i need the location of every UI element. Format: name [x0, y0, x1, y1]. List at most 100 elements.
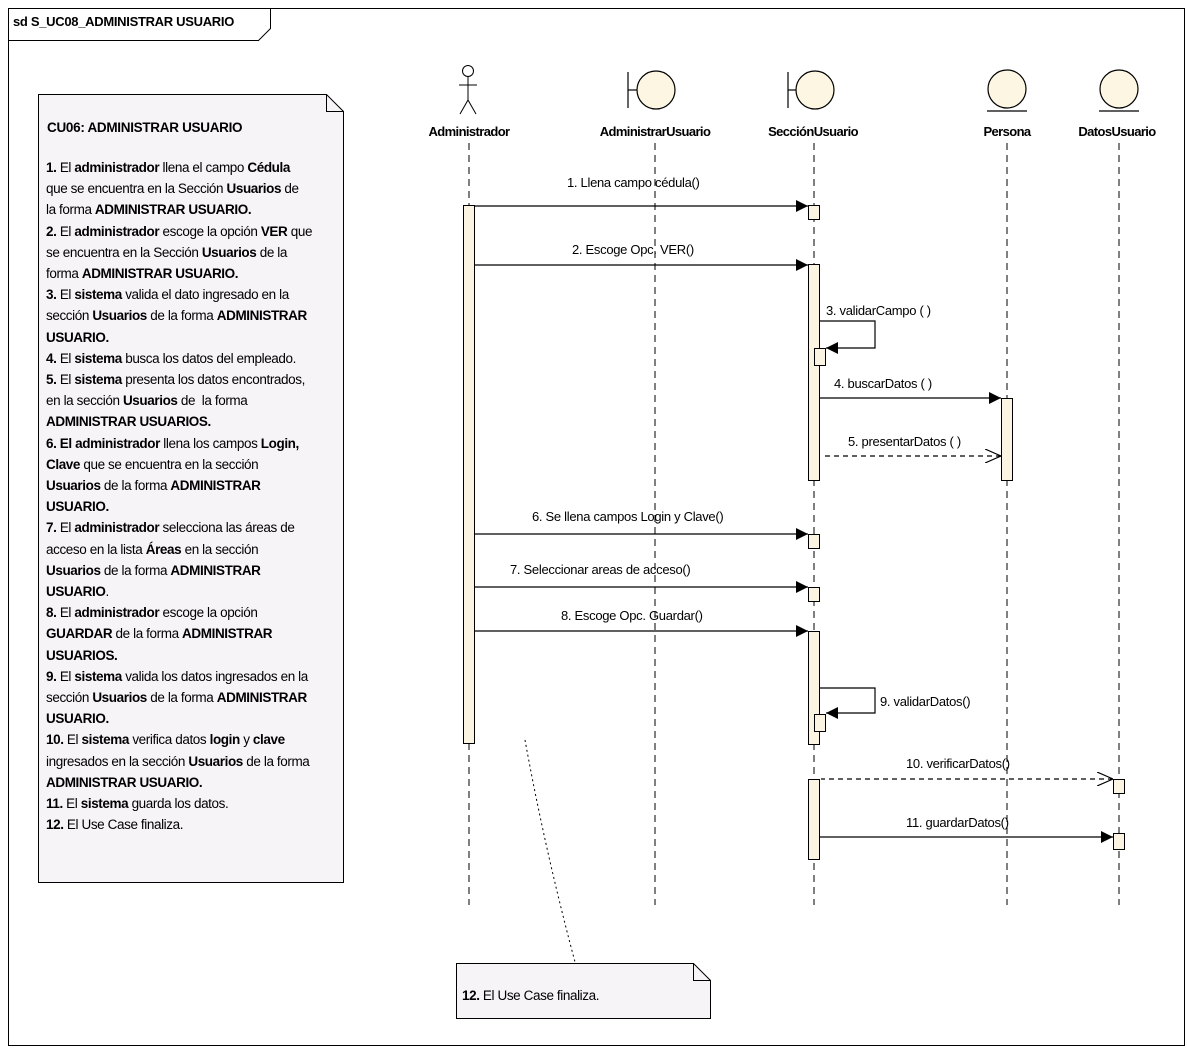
- note-line: 6. El administrador llena los campos Log…: [46, 433, 346, 454]
- note-line: Usuarios de la forma ADMINISTRAR: [46, 475, 346, 496]
- note-line: sección Usuarios de la forma ADMINISTRAR: [46, 687, 346, 708]
- note-line: 3. El sistema valida el dato ingresado e…: [46, 284, 346, 305]
- note-bold-run: Usuarios: [46, 562, 101, 578]
- note-bold-run: Usuarios: [201, 244, 257, 260]
- end-note-fold: [693, 963, 711, 981]
- note-text-run: El: [56, 160, 75, 175]
- note-line: que se encuentra en la Sección Usuarios …: [46, 178, 346, 199]
- note-bold-run: 1.: [46, 160, 57, 175]
- end-note-shape: [456, 963, 711, 1019]
- note-bold-run: Login,: [260, 435, 299, 451]
- note-bold-run: GUARDAR: [46, 626, 113, 642]
- note-bold-run: clave: [252, 732, 285, 748]
- note-text-run: de la forma: [100, 562, 171, 578]
- note-line: 8. El administrador escoge la opción: [46, 602, 346, 623]
- end-note-number: 12.: [462, 988, 480, 1003]
- note-bold-run: login: [209, 732, 241, 748]
- note-text-run: valida el dato ingresado en la: [121, 287, 289, 303]
- note-bold-run: ADMINISTRAR USUARIOS.: [46, 414, 211, 430]
- activation-bar: [1113, 779, 1125, 794]
- note-bold-run: 7.: [46, 520, 57, 536]
- message-label: 1. Llena campo cédula(): [567, 175, 700, 190]
- note-text-run: El: [56, 668, 75, 684]
- message-label: 5. presentarDatos ( ): [848, 434, 961, 449]
- note-line: 10. El sistema verifica datos login y cl…: [46, 729, 346, 750]
- note-text-run: de la forma: [146, 308, 217, 324]
- note-line: USUARIO.: [46, 496, 346, 517]
- note-bold-run: sistema: [74, 372, 122, 388]
- note-bold-run: 6. El administrador: [46, 435, 160, 451]
- note-bold-run: 12.: [46, 817, 64, 833]
- note-line: acceso en la lista Áreas en la sección: [46, 539, 346, 560]
- note-line: 1. El administrador llena el campo Cédul…: [46, 157, 346, 178]
- lifeline-name-administrarusuario: AdministrarUsuario: [599, 124, 711, 139]
- diagram-frame: [8, 8, 1185, 1046]
- note-bold-run: USUARIO.: [46, 711, 109, 727]
- note-line: se encuentra en la Sección Usuarios de l…: [46, 242, 346, 263]
- note-text-run: ingresados en la sección: [46, 753, 189, 769]
- note-text-run: de la forma: [146, 690, 217, 706]
- note-bold-run: ADMINISTRAR USUARIO.: [81, 266, 239, 282]
- activation-bar: [1113, 833, 1125, 850]
- note-bold-run: administrador: [74, 160, 160, 175]
- note-text-run: y: [239, 732, 253, 748]
- note-text-run: acceso en la lista: [46, 541, 146, 557]
- note-bold-run: sistema: [81, 732, 129, 748]
- note-bold-run: ADMINISTRAR: [170, 562, 261, 578]
- note-bold-run: 5.: [46, 372, 57, 388]
- note-line: 5. El sistema presenta los datos encontr…: [46, 369, 346, 390]
- note-text-run: de la forma: [177, 393, 248, 409]
- note-line: ingresados en la sección Usuarios de la …: [46, 751, 346, 772]
- activation-bar: [808, 779, 820, 860]
- note-text-run: llena los campos: [159, 435, 261, 451]
- actor-icon: [459, 65, 477, 115]
- note-bold-run: 11.: [46, 796, 63, 812]
- note-text-run: El Use Case finaliza.: [63, 817, 184, 833]
- frame-label: sd S_UC08_ADMINISTRAR USUARIO: [13, 14, 235, 29]
- note-bold-run: 2.: [46, 223, 57, 239]
- note-bold-run: USUARIO.: [46, 329, 109, 345]
- note-line: USUARIOS.: [46, 645, 346, 666]
- note-text-run: busca los datos del empleado.: [121, 350, 296, 366]
- note-text-run: El: [63, 732, 82, 748]
- note-text-run: escoge la opción: [159, 223, 261, 239]
- note-bold-run: administrador: [74, 520, 160, 536]
- note-line: GUARDAR de la forma ADMINISTRAR: [46, 623, 346, 644]
- note-bold-run: sistema: [74, 287, 122, 303]
- note-text-run: de la: [256, 244, 288, 260]
- lifeline-name-datosusuario: DatosUsuario: [1078, 124, 1156, 139]
- note-text-run: sección: [46, 308, 93, 324]
- note-line: 7. El administrador selecciona las áreas…: [46, 517, 346, 538]
- note-bold-run: Usuarios: [226, 181, 282, 197]
- note-line: la forma ADMINISTRAR USUARIO.: [46, 199, 346, 220]
- note-bold-run: Áreas: [145, 541, 182, 557]
- note-text-run: valida los datos ingresados en la: [121, 668, 308, 684]
- message-label: 3. validarCampo ( ): [826, 303, 931, 318]
- note-text-run: en la sección: [181, 541, 259, 557]
- note-line: 9. El sistema valida los datos ingresado…: [46, 666, 346, 687]
- note-bold-run: USUARIO: [46, 584, 106, 600]
- note-anchor-line: [524, 739, 576, 963]
- activation-bar: [808, 205, 820, 220]
- note-bold-run: VER: [260, 223, 288, 239]
- note-bold-run: ADMINISTRAR USUARIO.: [94, 202, 252, 218]
- lifeline-name-persona: Persona: [983, 124, 1031, 139]
- note-text-run: presenta los datos encontrados,: [121, 372, 305, 388]
- message-label: 4. buscarDatos ( ): [834, 376, 932, 391]
- note-bold-run: Usuarios: [92, 690, 147, 706]
- activation-bar: [814, 348, 826, 366]
- note-text-run: de la forma: [242, 753, 310, 769]
- note-text-run: que: [287, 223, 313, 239]
- message-label: 2. Escoge Opc. VER(): [572, 242, 694, 257]
- message-arrow: [820, 320, 876, 354]
- note-line: Clave que se encuentra en la sección: [46, 454, 346, 475]
- note-line: Usuarios de la forma ADMINISTRAR: [46, 560, 346, 581]
- boundary-icon: [627, 70, 676, 110]
- note-line: 2. El administrador escoge la opción VER…: [46, 221, 346, 242]
- note-text-run: guarda los datos.: [128, 796, 229, 812]
- message-arrow: [820, 687, 876, 719]
- note-text-run: se encuentra en la Sección: [46, 244, 202, 260]
- note-bold-run: USUARIO.: [46, 499, 109, 515]
- note-bold-run: 8.: [46, 605, 57, 621]
